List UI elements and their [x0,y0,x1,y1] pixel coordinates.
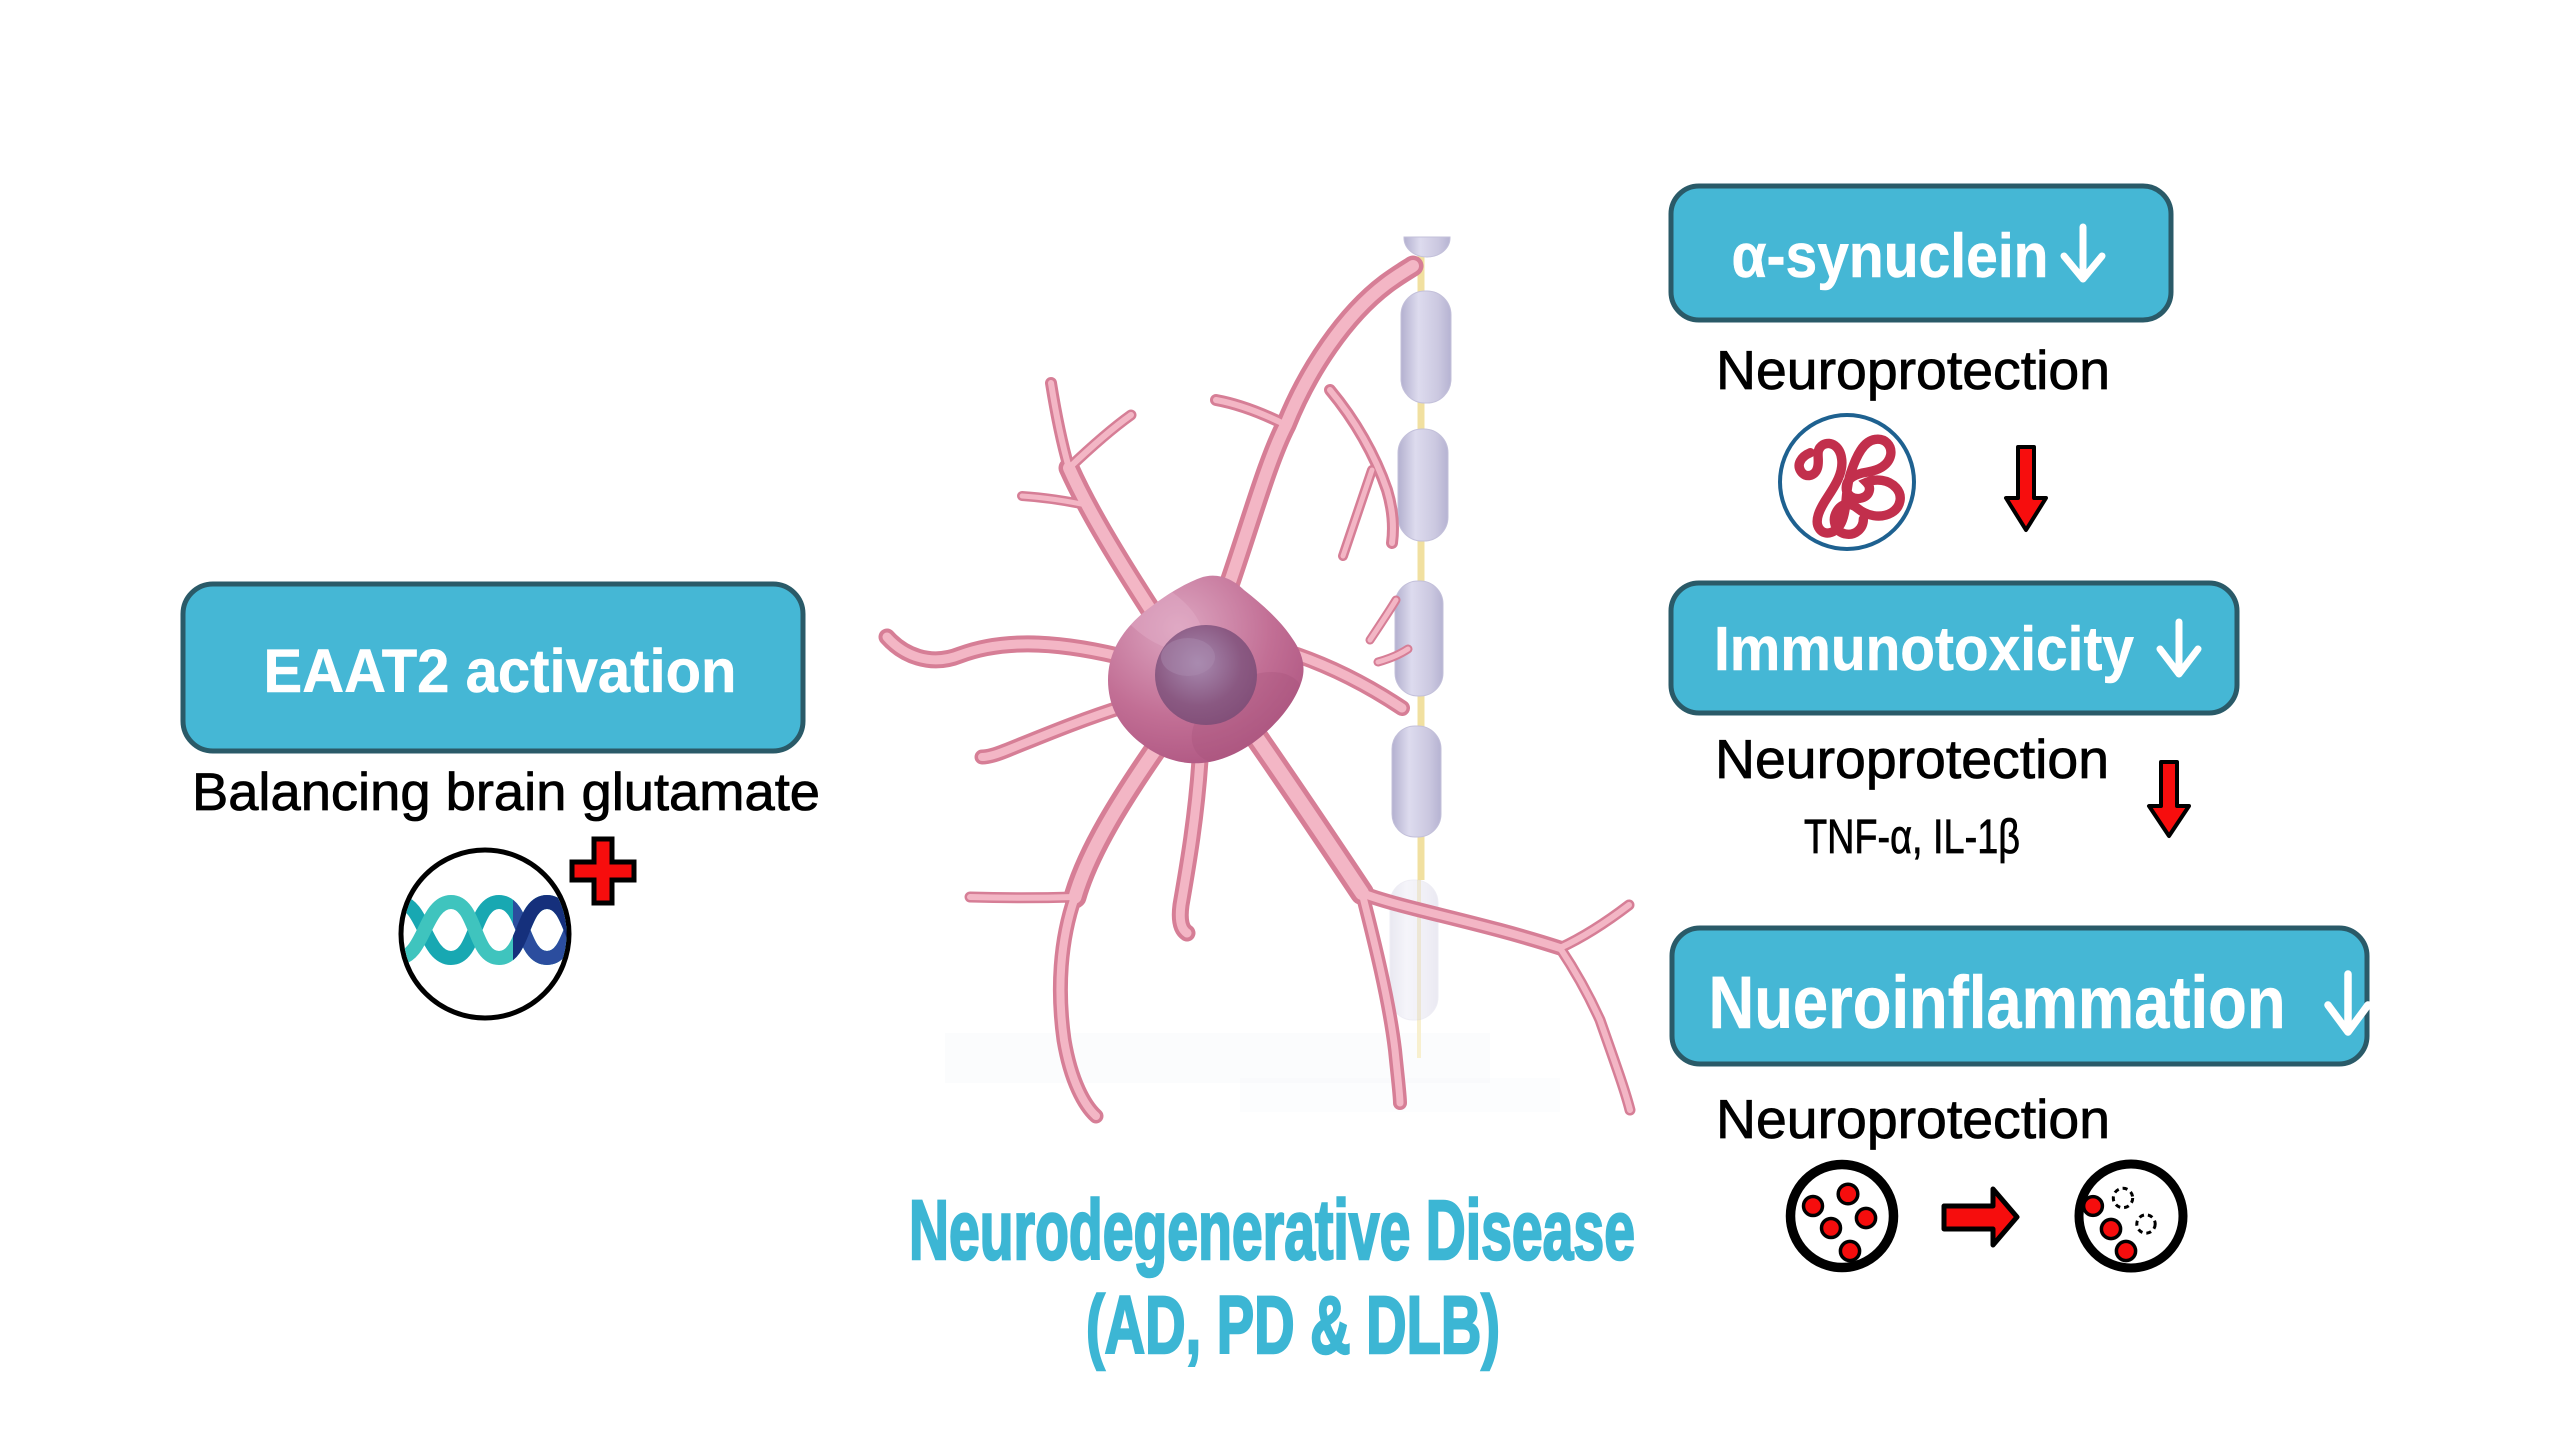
svg-text:EAAT2 activation: EAAT2 activation [264,637,737,705]
svg-text:(AD, PD & DLB): (AD, PD & DLB) [1086,1280,1500,1371]
svg-text:Immunotoxicity: Immunotoxicity [1714,615,2134,684]
svg-text:Neuroprotection: Neuroprotection [1716,339,2110,401]
svg-text:Neuroprotection: Neuroprotection [1715,728,2109,790]
svg-text:Balancing brain glutamate: Balancing brain glutamate [192,763,820,822]
svg-text:Neuroprotection: Neuroprotection [1716,1088,2110,1150]
svg-text:α-synuclein: α-synuclein [1732,222,2049,291]
svg-text:Nueroinflammation: Nueroinflammation [1709,961,2286,1044]
svg-text:Neurodegenerative Disease: Neurodegenerative Disease [909,1183,1635,1277]
svg-text:TNF-α, IL-1β: TNF-α, IL-1β [1804,811,2020,864]
